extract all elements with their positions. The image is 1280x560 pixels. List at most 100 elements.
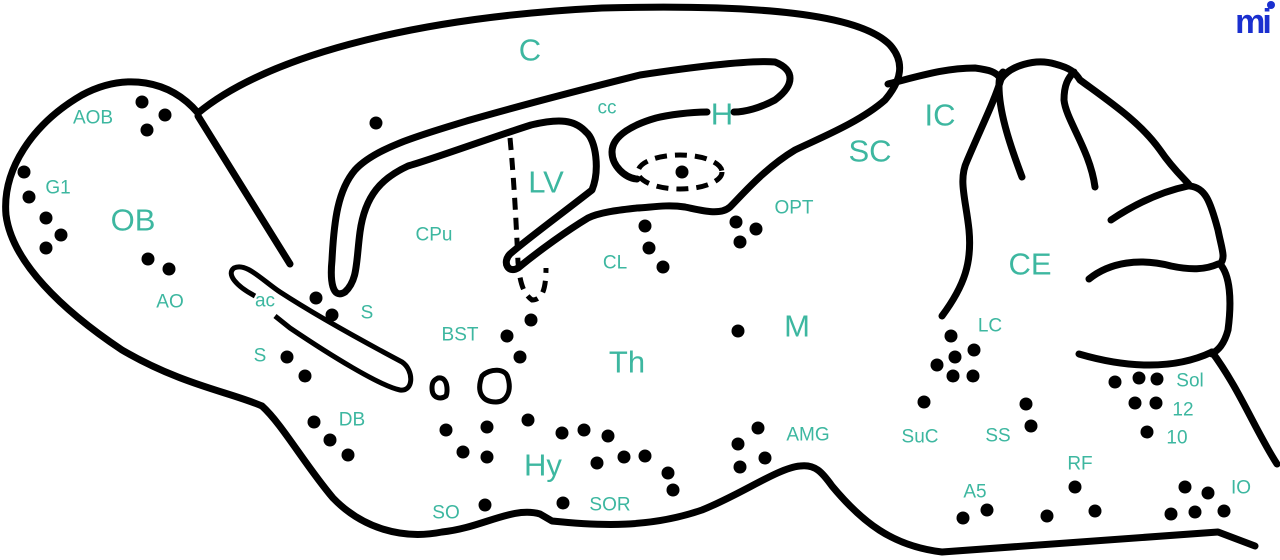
label-DB: DB [339, 410, 365, 431]
olfactory-boundary [194, 112, 294, 268]
label-C: C [519, 33, 541, 68]
neuron-dot [1040, 509, 1054, 523]
neuron-dot [1019, 397, 1033, 411]
neuron-dot [369, 116, 383, 130]
neuron-dot [733, 460, 747, 474]
brain-outline [2, 3, 1280, 556]
neuron-dot [39, 211, 53, 225]
label-SS: SS [985, 426, 1010, 447]
label-BST: BST [442, 325, 479, 346]
neuron-dot [135, 95, 149, 109]
neuron-dot [341, 448, 355, 462]
neuron-dot [141, 252, 155, 266]
label-IC: IC [925, 98, 956, 133]
neuron-dot [1128, 396, 1142, 410]
neuron-dot [1150, 372, 1164, 386]
label-LC: LC [978, 316, 1002, 337]
small-rounded-loop [477, 367, 512, 405]
cerebellum-ventral-edge [1075, 348, 1216, 369]
neuron-dot [956, 511, 970, 525]
neuron-dot [1188, 505, 1202, 519]
neuron-dot [590, 456, 604, 470]
neuron-dot [1068, 480, 1082, 494]
dashed-boundary [507, 137, 549, 303]
neuron-dot [158, 108, 172, 122]
label-LV: LV [528, 165, 564, 200]
neuron-dot [638, 219, 652, 233]
small-loop [429, 375, 450, 401]
neuron-dot [577, 423, 591, 437]
dashed-ellipse [635, 152, 725, 192]
neuron-dot [1132, 371, 1146, 385]
region-labels: C OB LV H IC SC CE Th M Hy [111, 33, 1052, 483]
neuron-dot [731, 437, 745, 451]
neuron-dot [456, 445, 470, 459]
cerebellum-fold-2 [1107, 182, 1192, 224]
neuron-dot [162, 262, 176, 276]
neuron-dot [513, 350, 527, 364]
label-RF: RF [1067, 454, 1092, 475]
label-OB: OB [111, 203, 156, 238]
label-H: H [711, 97, 733, 132]
neuron-dot [980, 503, 994, 517]
neuron-dot [948, 350, 962, 364]
label-SuC: SuC [902, 427, 939, 448]
nucleus-labels: AOB G1 AO ac S S CPu cc BST CL OPT DB SO… [45, 98, 1251, 524]
neuron-dot [967, 343, 981, 357]
neuron-dot [749, 222, 763, 236]
neuron-dot [22, 190, 36, 204]
neuron-dot [946, 369, 960, 383]
neuron-dot [758, 451, 772, 465]
cerebellum-fold-1 [1085, 258, 1222, 283]
logo: mi [1235, 1, 1275, 41]
hippocampus-lower-edge [608, 108, 711, 183]
label-CE: CE [1008, 247, 1051, 282]
neuron-dot [521, 413, 535, 427]
label-CPu: CPu [416, 225, 453, 246]
neuron-dot [1024, 419, 1038, 433]
neuron-dot [17, 165, 31, 179]
label-S-lower: S [254, 346, 267, 367]
label-Hy: Hy [524, 448, 562, 483]
cerebellum-outer [997, 58, 1234, 358]
neuron-dot [307, 415, 321, 429]
label-SOR: SOR [589, 495, 630, 516]
neuron-dot [480, 420, 494, 434]
label-10: 10 [1166, 428, 1187, 449]
neuron-dot [325, 308, 339, 322]
label-SO: SO [432, 503, 459, 524]
neuron-dot [601, 429, 615, 443]
colliculus-boundary [938, 75, 1005, 320]
neuron-dot [500, 329, 514, 343]
label-SC: SC [848, 134, 891, 169]
label-M: M [784, 309, 810, 344]
neuron-dot [298, 369, 312, 383]
label-IO: IO [1231, 478, 1251, 499]
neuron-dot [1217, 504, 1231, 518]
neuron-dot [1140, 425, 1154, 439]
neuron-dot [309, 291, 323, 305]
neuron-dot [733, 235, 747, 249]
label-Th: Th [609, 345, 645, 380]
neuron-dot [751, 421, 765, 435]
neuron-dot [280, 350, 294, 364]
neuron-dot [666, 483, 680, 497]
label-S-upper: S [361, 303, 374, 324]
label-CL: CL [603, 253, 627, 274]
label-AO: AO [156, 292, 183, 313]
neuron-dot [555, 426, 569, 440]
label-cc: cc [598, 98, 617, 119]
label-G1: G1 [45, 178, 70, 199]
neuron-dot [140, 123, 154, 137]
outer-contour [2, 78, 1259, 556]
neuron-dot [675, 165, 689, 179]
anterior-commissure [228, 264, 414, 393]
neuron-dot [439, 423, 453, 437]
logo-dot-icon [1267, 1, 1275, 9]
cerebellum-fold-4 [995, 68, 1026, 181]
label-OPT: OPT [774, 198, 813, 219]
neuron-dot [617, 450, 631, 464]
label-ac: ac [255, 291, 275, 312]
neuron-dot [731, 324, 745, 338]
